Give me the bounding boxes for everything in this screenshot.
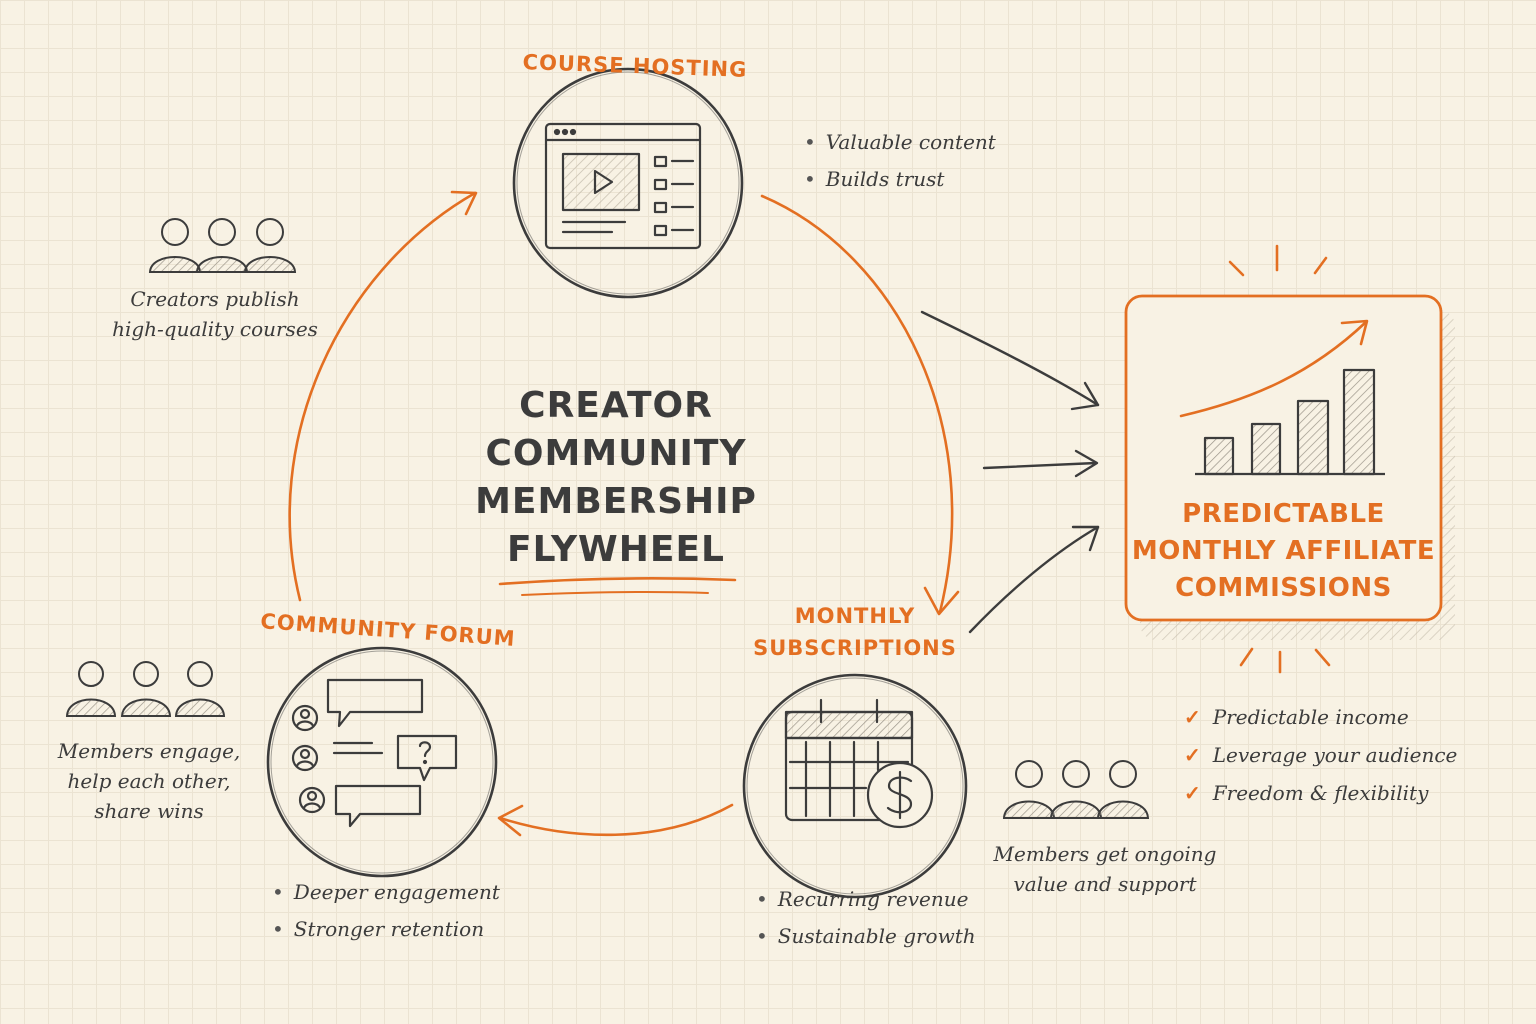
- chat-forum-icon: [291, 678, 458, 828]
- benefit-item: ✓ Freedom & flexibility: [1184, 774, 1457, 812]
- title-underline: [498, 577, 737, 596]
- subscriptions-title-line-2: Subscriptions: [753, 636, 957, 660]
- title-line-4: FLYWHEEL: [507, 529, 725, 570]
- arrowhead-forum-to-course: [450, 190, 478, 216]
- growth-bar-chart-icon: [1195, 368, 1385, 476]
- arrowhead-into-outcome-bottom: [1071, 525, 1100, 552]
- benefit-item: ✓ Predictable income: [1184, 698, 1457, 736]
- note-line: share wins: [94, 799, 204, 823]
- benefit-text: Freedom & flexibility: [1212, 781, 1429, 805]
- three-people-icon-subscriptions: [1002, 760, 1150, 819]
- benefit-text: Predictable income: [1212, 705, 1409, 729]
- subscriptions-note: Members get ongoing value and support: [980, 839, 1230, 899]
- arrow-into-outcome-middle: [982, 461, 1098, 470]
- bullet-item: Stronger retention: [272, 911, 500, 948]
- outcome-line-3: Commissions: [1175, 573, 1392, 603]
- community-forum-node: [266, 646, 498, 878]
- three-people-icon-forum: [65, 661, 226, 717]
- subscriptions-bullets: Recurring revenue Sustainable growth: [756, 881, 976, 955]
- arrow-into-outcome-bottom: [968, 525, 1100, 634]
- note-line: Creators publish: [130, 287, 300, 311]
- benefits-checklist: ✓ Predictable income ✓ Leverage your audie…: [1184, 698, 1457, 812]
- growth-trend-arrow: [1179, 319, 1369, 418]
- arrowhead-subscriptions-to-forum: [497, 804, 524, 837]
- arrowhead-into-outcome-middle: [1074, 449, 1099, 478]
- bullet-item: Valuable content: [804, 124, 996, 161]
- subscriptions-title-line-1: Monthly: [794, 604, 916, 628]
- bullet-item: Builds trust: [804, 161, 996, 198]
- outcome-label: Predictable Monthly Affiliate Commission…: [1126, 496, 1441, 607]
- note-line: Members get ongoing: [993, 842, 1217, 866]
- outcome-box: [1124, 244, 1455, 674]
- check-icon: ✓: [1184, 781, 1201, 805]
- benefit-text: Leverage your audience: [1212, 743, 1458, 767]
- title-line-3: MEMBERSHIP: [475, 481, 757, 522]
- arrowhead-into-outcome-top: [1070, 381, 1100, 411]
- bullet-item: Recurring revenue: [756, 881, 976, 918]
- course-hosting-node: [512, 67, 744, 299]
- benefit-item: ✓ Leverage your audience: [1184, 736, 1457, 774]
- outcome-line-2: Monthly Affiliate: [1131, 536, 1436, 566]
- video-course-window-icon: [544, 122, 702, 250]
- monthly-subscriptions-title: Monthly Subscriptions: [740, 600, 970, 664]
- title-line-1: CREATOR: [519, 385, 713, 426]
- bullet-item: Deeper engagement: [272, 874, 500, 911]
- arrow-subscriptions-to-forum: [498, 803, 734, 837]
- arrow-forum-to-course: [288, 191, 477, 602]
- outcome-arrows: [920, 310, 1100, 634]
- title-line-2: COMMUNITY: [485, 433, 747, 474]
- note-line: value and support: [1013, 872, 1197, 896]
- forum-bullets: Deeper engagement Stronger retention: [272, 874, 500, 948]
- outcome-line-1: Predictable: [1182, 499, 1385, 529]
- arrow-course-to-subscriptions: [760, 194, 954, 614]
- course-hosting-note: Creators publish high-quality courses: [100, 284, 330, 344]
- community-forum-note: Members engage, help each other, share w…: [44, 736, 254, 826]
- three-people-icon-course: [148, 218, 297, 273]
- sparkle-lines: [1228, 244, 1331, 674]
- cycle-arrows: [288, 190, 960, 837]
- monthly-subscriptions-node: [742, 673, 968, 899]
- note-line: Members engage,: [57, 739, 241, 763]
- arrowhead-course-to-subscriptions: [923, 586, 960, 616]
- note-line: help each other,: [67, 769, 231, 793]
- note-line: high-quality courses: [112, 317, 318, 341]
- check-icon: ✓: [1184, 705, 1201, 729]
- calendar-dollar-icon: [784, 698, 934, 829]
- diagram-title: CREATOR COMMUNITY MEMBERSHIP FLYWHEEL: [456, 382, 776, 574]
- course-hosting-bullets: Valuable content Builds trust: [804, 124, 996, 198]
- arrow-into-outcome-top: [920, 310, 1100, 407]
- bullet-item: Sustainable growth: [756, 918, 976, 955]
- check-icon: ✓: [1184, 743, 1201, 767]
